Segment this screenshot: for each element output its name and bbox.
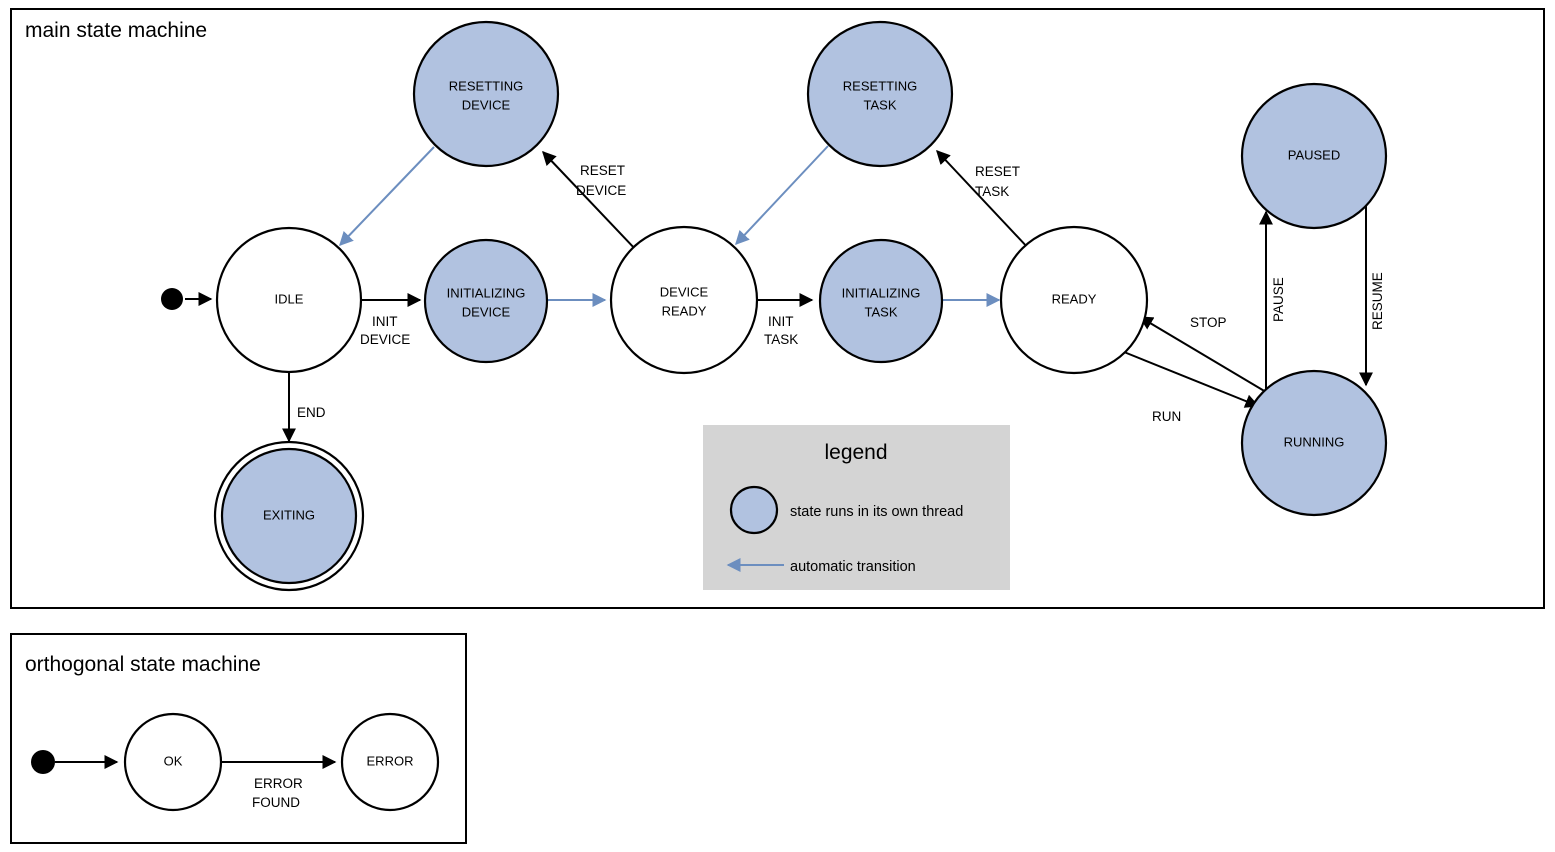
state-idle[interactable]: IDLE	[215, 226, 363, 374]
transition-label-init-task-line2: TASK	[764, 332, 798, 347]
state-ready-circle	[999, 225, 1149, 375]
transition-label-reset-device-line1: RESET	[580, 163, 625, 178]
state-resetting-task-label-line1: RESETTING	[843, 78, 917, 93]
state-exiting-label: EXITING	[263, 507, 315, 522]
state-running[interactable]: RUNNING	[1240, 369, 1388, 517]
state-resetting-task-label-line2: TASK	[864, 97, 897, 112]
transition-label-init-task-line1: INIT	[768, 314, 794, 329]
transition-running-paused[interactable]: PAUSE	[1259, 210, 1286, 400]
transition-running-ready-line	[1138, 316, 1267, 393]
state-resetting-device[interactable]: RESETTING DEVICE	[412, 20, 560, 168]
transition-ready-resetting-task-line	[936, 149, 1031, 251]
transition-label-pause: PAUSE	[1271, 277, 1286, 322]
state-exiting-outer-ring	[213, 440, 365, 592]
state-initializing-task-circle	[818, 238, 944, 364]
legend-thread-state-swatch-circle	[729, 485, 779, 535]
legend-title: legend	[824, 441, 887, 464]
state-exiting-circle	[220, 447, 358, 585]
legend: legend state runs in its own thread auto…	[703, 425, 1010, 590]
state-idle-circle	[215, 226, 363, 374]
transition-label-error-found-line1: ERROR	[254, 776, 303, 791]
state-device-ready-circle	[609, 225, 759, 375]
transition-label-error-found-line2: FOUND	[252, 795, 300, 810]
state-resetting-device-label-line1: RESETTING	[449, 78, 523, 93]
state-ready[interactable]: READY	[999, 225, 1149, 375]
state-paused-label: PAUSED	[1288, 147, 1341, 162]
legend-item-automatic-transition: automatic transition	[726, 558, 916, 575]
state-ready-label: READY	[1052, 291, 1097, 306]
transition-ortho-ok-error[interactable]: ERROR FOUND	[221, 755, 337, 810]
state-ok[interactable]: OK	[123, 712, 223, 812]
state-initializing-device-label-line2: DEVICE	[462, 304, 511, 319]
transition-device-ready-resetting-device[interactable]: RESET DEVICE	[542, 150, 639, 253]
transition-label-resume: RESUME	[1370, 272, 1385, 330]
orthogonal-frame-title: orthogonal state machine	[25, 653, 261, 676]
orthogonal-state-machine-frame: orthogonal state machine ERROR FOUND OK …	[10, 633, 467, 844]
transition-label-init-device-line2: DEVICE	[360, 332, 410, 347]
transition-resetting-device-idle-line	[339, 146, 435, 247]
initial-state-dot[interactable]	[161, 288, 183, 310]
transition-resetting-task-device-ready-line	[735, 145, 829, 246]
state-initializing-device-label-line1: INITIALIZING	[447, 285, 526, 300]
transition-idle-exiting[interactable]: END	[282, 373, 326, 443]
transition-ready-running[interactable]: RUN	[1123, 351, 1260, 424]
state-running-label: RUNNING	[1284, 434, 1345, 449]
transition-label-reset-device-line2: DEVICE	[576, 183, 626, 198]
transition-running-ready[interactable]: STOP	[1138, 315, 1267, 393]
transition-label-run: RUN	[1152, 409, 1181, 424]
transition-label-stop: STOP	[1190, 315, 1227, 330]
state-error[interactable]: ERROR	[340, 712, 440, 812]
orthogonal-initial-state-dot[interactable]	[31, 750, 55, 774]
legend-item-thread-state: state runs in its own thread	[729, 485, 963, 535]
state-error-circle	[340, 712, 440, 812]
state-running-circle	[1240, 369, 1388, 517]
state-ok-label: OK	[164, 753, 183, 768]
transition-ready-running-line	[1123, 351, 1260, 408]
state-initializing-device-circle	[423, 238, 549, 364]
state-resetting-device-circle	[412, 20, 560, 168]
state-initializing-device[interactable]: INITIALIZING DEVICE	[423, 238, 549, 364]
transition-resetting-device-idle[interactable]	[339, 146, 435, 247]
transition-label-reset-task-line1: RESET	[975, 164, 1020, 179]
transition-paused-running[interactable]: RESUME	[1359, 205, 1385, 387]
state-ok-circle	[123, 712, 223, 812]
state-paused[interactable]: PAUSED	[1240, 82, 1388, 230]
state-resetting-device-label-line2: DEVICE	[462, 97, 511, 112]
state-paused-circle	[1240, 82, 1388, 230]
transition-ready-resetting-task[interactable]: RESET TASK	[936, 149, 1031, 251]
state-error-label: ERROR	[367, 753, 414, 768]
state-initializing-task-label-line2: TASK	[865, 304, 898, 319]
transition-label-reset-task-line2: TASK	[975, 184, 1009, 199]
state-device-ready-label-line1: DEVICE	[660, 284, 709, 299]
state-device-ready-label-line2: READY	[662, 303, 707, 318]
state-resetting-task-circle	[806, 20, 954, 168]
transition-idle-init-device[interactable]: INIT DEVICE	[360, 293, 422, 347]
legend-thread-state-text: state runs in its own thread	[790, 504, 963, 520]
state-exiting[interactable]: EXITING	[213, 440, 365, 592]
transition-label-init-device-line1: INIT	[372, 314, 398, 329]
main-frame-title: main state machine	[25, 19, 207, 42]
transition-resetting-task-device-ready[interactable]	[735, 145, 829, 246]
state-resetting-task[interactable]: RESETTING TASK	[806, 20, 954, 168]
transition-label-end: END	[297, 405, 326, 420]
state-device-ready[interactable]: DEVICE READY	[609, 225, 759, 375]
state-idle-label: IDLE	[275, 291, 304, 306]
state-initializing-task[interactable]: INITIALIZING TASK	[818, 238, 944, 364]
legend-automatic-transition-text: automatic transition	[790, 559, 916, 575]
state-initializing-task-label-line1: INITIALIZING	[842, 285, 921, 300]
transition-device-ready-resetting-device-line	[542, 150, 639, 253]
transition-device-ready-init-task[interactable]: INIT TASK	[757, 293, 814, 347]
